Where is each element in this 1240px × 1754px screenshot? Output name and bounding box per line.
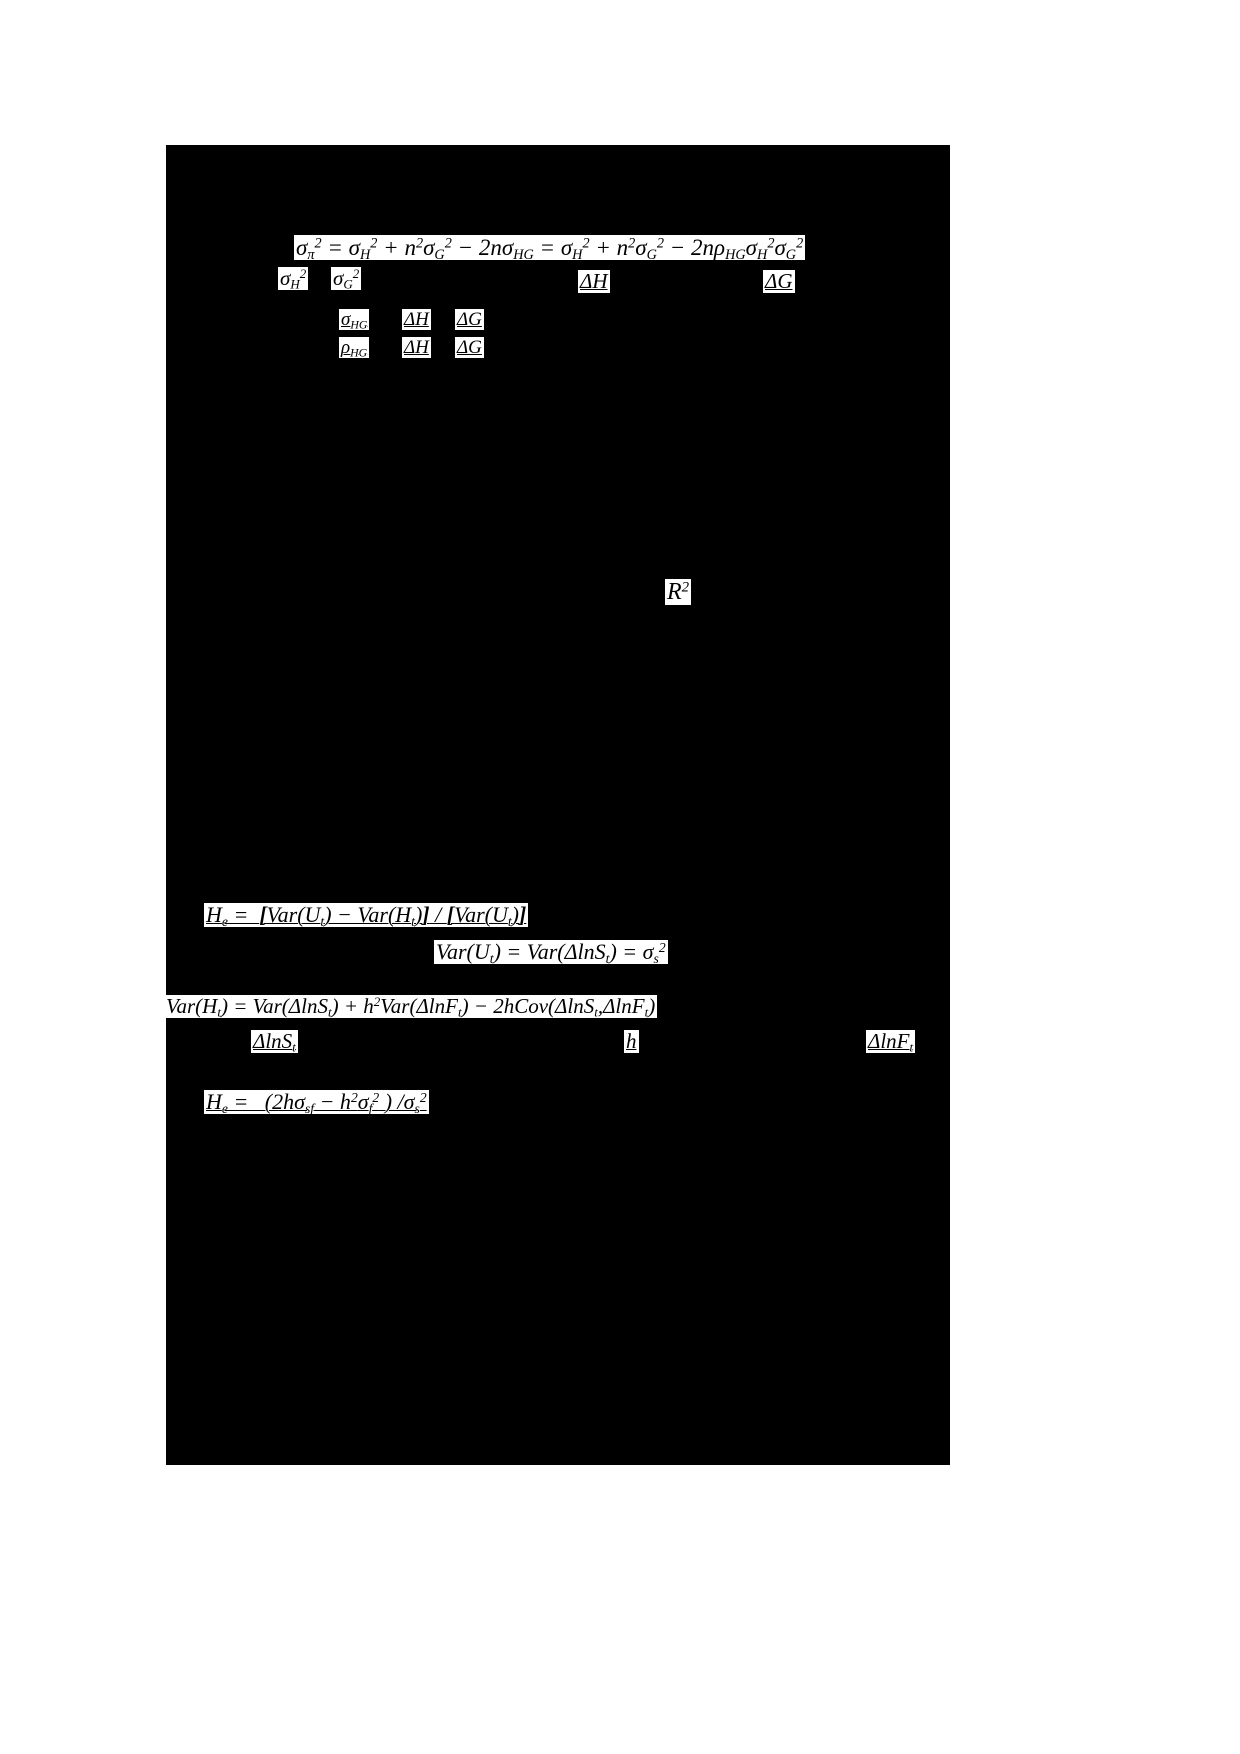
annotation-sigma2-G-left: σG2 [331,266,362,292]
formula-he-expanded: He = (2hσsf − h2σf2 ) /σs2 [204,1089,429,1116]
annotation-sigma-HG-text: σHG [341,309,368,332]
annotation-sigma2-H-left: σH2 [278,266,309,292]
annotation-r-squared-text: R2 [667,579,690,605]
scanned-page-area: σπ2 = σH2 + n2σG2 − 2nσHG = σH2 + n2σG2 … [164,145,950,1465]
annotation-delta-H-low: ΔH [402,337,431,358]
annotation-delta-lnS-t: ΔlnSt [251,1029,298,1055]
annotation-rho-HG: ρHG [339,337,370,360]
annotation-delta-G-upper: ΔG [763,270,795,293]
annotation-sigma-HG: σHG [339,309,370,332]
formula-var-ht-text: Var(Ht) = Var(ΔlnSt) + h2Var(ΔlnFt) − 2h… [166,994,656,1020]
formula-he-definition: He = [Var(Ut) − Var(Ht)] / [Var(Ut)] [204,902,529,929]
formula-variance-main-text: σπ2 = σH2 + n2σG2 − 2nσHG = σH2 + n2σG2 … [296,235,804,263]
annotation-delta-H-mid: ΔH [402,309,431,330]
annotation-delta-G-mid-text: ΔG [457,309,482,330]
formula-var-ut-text: Var(Ut) = Var(ΔlnSt) = σs2 [436,939,666,966]
formula-var-ut: Var(Ut) = Var(ΔlnSt) = σs2 [434,939,668,966]
annotation-delta-H-upper: ΔH [578,270,610,293]
formula-he-definition-text: He = [Var(Ut) − Var(Ht)] / [Var(Ut)] [206,902,527,929]
formula-variance-main: σπ2 = σH2 + n2σG2 − 2nσHG = σH2 + n2σG2 … [294,235,806,263]
annotation-delta-H-mid-text: ΔH [404,309,429,330]
annotation-r-squared: R2 [665,579,692,605]
annotation-delta-G-low-text: ΔG [457,337,482,358]
annotation-delta-H-low-text: ΔH [404,337,429,358]
annotation-delta-H-upper-text: ΔH [580,269,608,293]
annotation-delta-G-mid: ΔG [455,309,484,330]
annotation-rho-HG-text: ρHG [341,337,368,360]
annotation-h-symbol: h [624,1030,639,1053]
annotation-sigma2-G-left-text: σG2 [333,266,360,292]
annotation-delta-lnF-t-text: ΔlnFt [868,1029,914,1055]
annotation-sigma2-H-left-text: σH2 [280,266,307,292]
formula-var-ht: Var(Ht) = Var(ΔlnSt) + h2Var(ΔlnFt) − 2h… [164,994,658,1020]
annotation-h-symbol-text: h [626,1029,637,1053]
annotation-delta-G-upper-text: ΔG [765,269,793,293]
formula-he-expanded-text: He = (2hσsf − h2σf2 ) /σs2 [206,1089,427,1116]
annotation-delta-lnF-t: ΔlnFt [866,1029,916,1055]
annotation-delta-G-low: ΔG [455,337,484,358]
annotation-delta-lnS-t-text: ΔlnSt [253,1029,296,1055]
